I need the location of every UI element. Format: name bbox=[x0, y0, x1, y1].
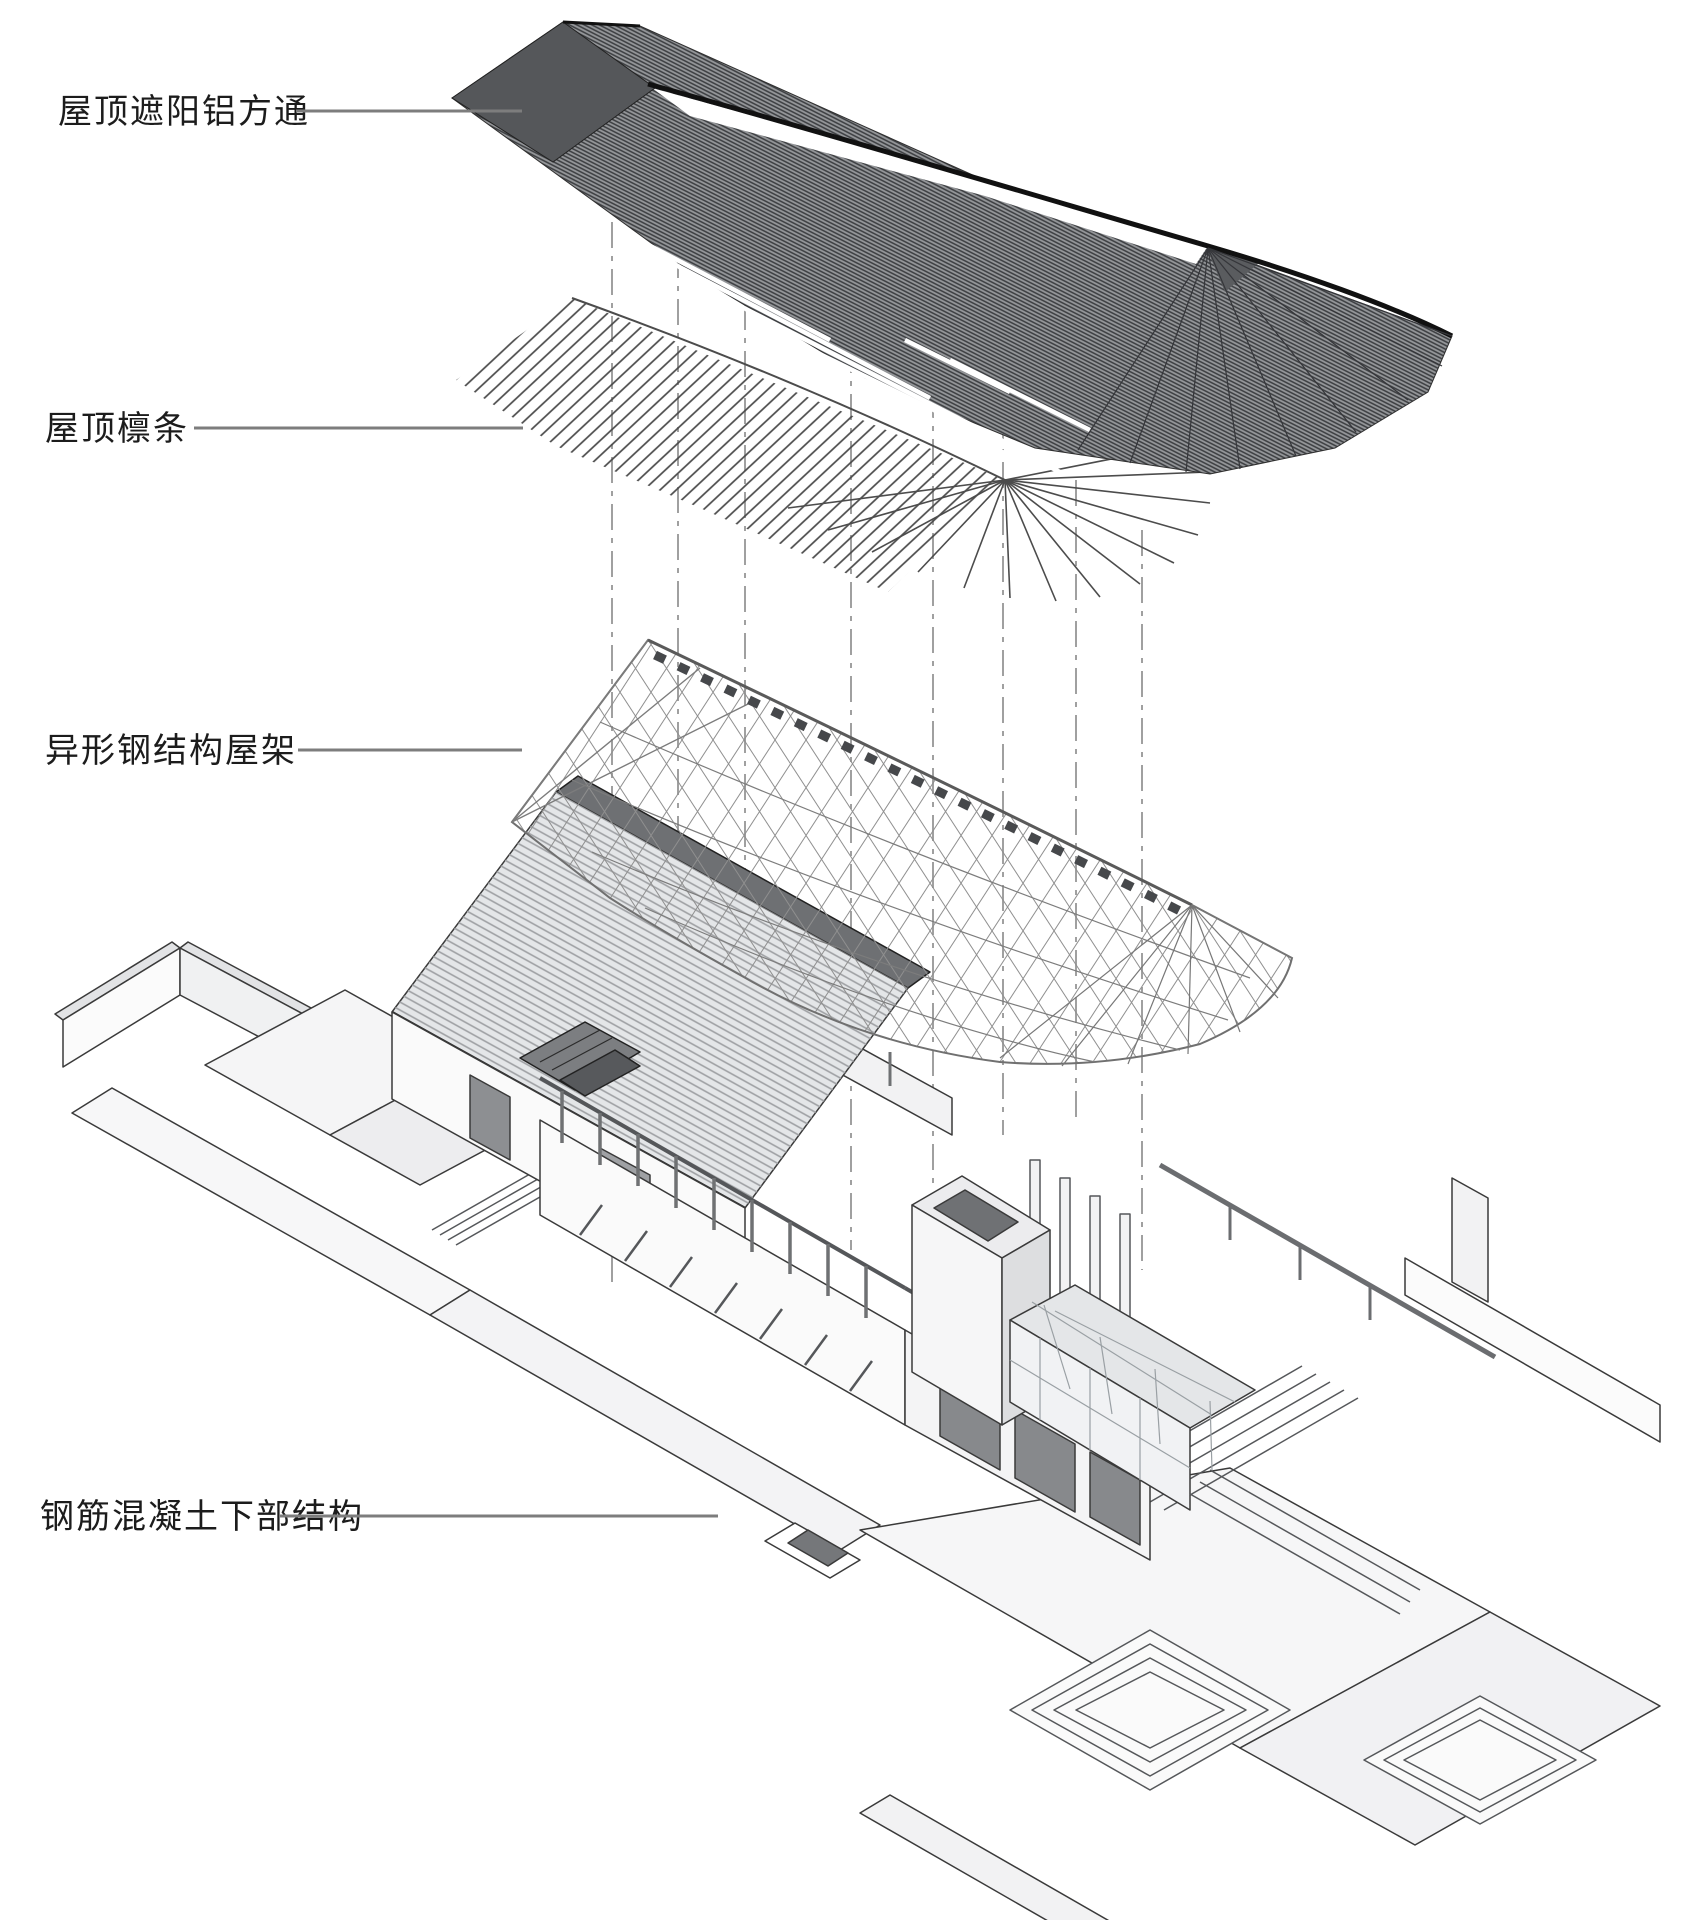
annotations: 屋顶遮阳铝方通 屋顶檩条 异形钢结构屋架 钢筋混凝土下部结构 bbox=[40, 93, 718, 1536]
flag-wall bbox=[1451, 1177, 1489, 1303]
stair-flight-west bbox=[431, 1173, 555, 1246]
roof-far-slope bbox=[652, 88, 1208, 264]
spiral-stair bbox=[519, 1021, 641, 1097]
terraced-steps-right bbox=[1363, 1695, 1597, 1825]
east-wall bbox=[1404, 1257, 1661, 1443]
canopy-beam bbox=[1158, 1162, 1497, 1360]
house-roof-corrugation bbox=[392, 792, 908, 1208]
hall-columns bbox=[560, 1091, 868, 1318]
hall-opening bbox=[1014, 1409, 1076, 1513]
house-door-opening bbox=[469, 1074, 511, 1161]
label-roof-purlins: 屋顶檩条 bbox=[45, 410, 189, 448]
planter-box bbox=[764, 1522, 861, 1579]
louver-slits bbox=[618, 228, 1092, 475]
roof-fan-ribs bbox=[1077, 247, 1453, 473]
truss-ridge bbox=[647, 638, 1193, 907]
vault-glazing-grid bbox=[1009, 1301, 1236, 1480]
layer-aluminum-louvers bbox=[451, 20, 1454, 475]
east-canopy bbox=[1158, 1162, 1661, 1615]
purlin-ridge bbox=[571, 297, 1006, 481]
walkway-plank bbox=[859, 1794, 1110, 1920]
roof-top-edge bbox=[562, 20, 641, 28]
label-steel-roof-truss: 异形钢结构屋架 bbox=[45, 732, 297, 770]
truss-clerestory-boxes bbox=[653, 650, 1191, 920]
label-roof-aluminum-louvers: 屋顶遮阳铝方通 bbox=[58, 93, 310, 131]
roof-ridge-edge bbox=[647, 81, 1454, 339]
layer-concrete-substructure bbox=[54, 775, 1661, 1920]
hall-braces bbox=[578, 1204, 874, 1392]
tower-opening bbox=[933, 1189, 1019, 1242]
truss-gable-struts bbox=[511, 639, 757, 823]
glass-vault bbox=[1009, 1284, 1256, 1511]
purlin-fan bbox=[787, 442, 1211, 602]
truss-fan-ribs bbox=[999, 904, 1293, 1067]
terraced-steps-center bbox=[1009, 1629, 1291, 1791]
vault-front-face bbox=[1009, 1319, 1191, 1511]
